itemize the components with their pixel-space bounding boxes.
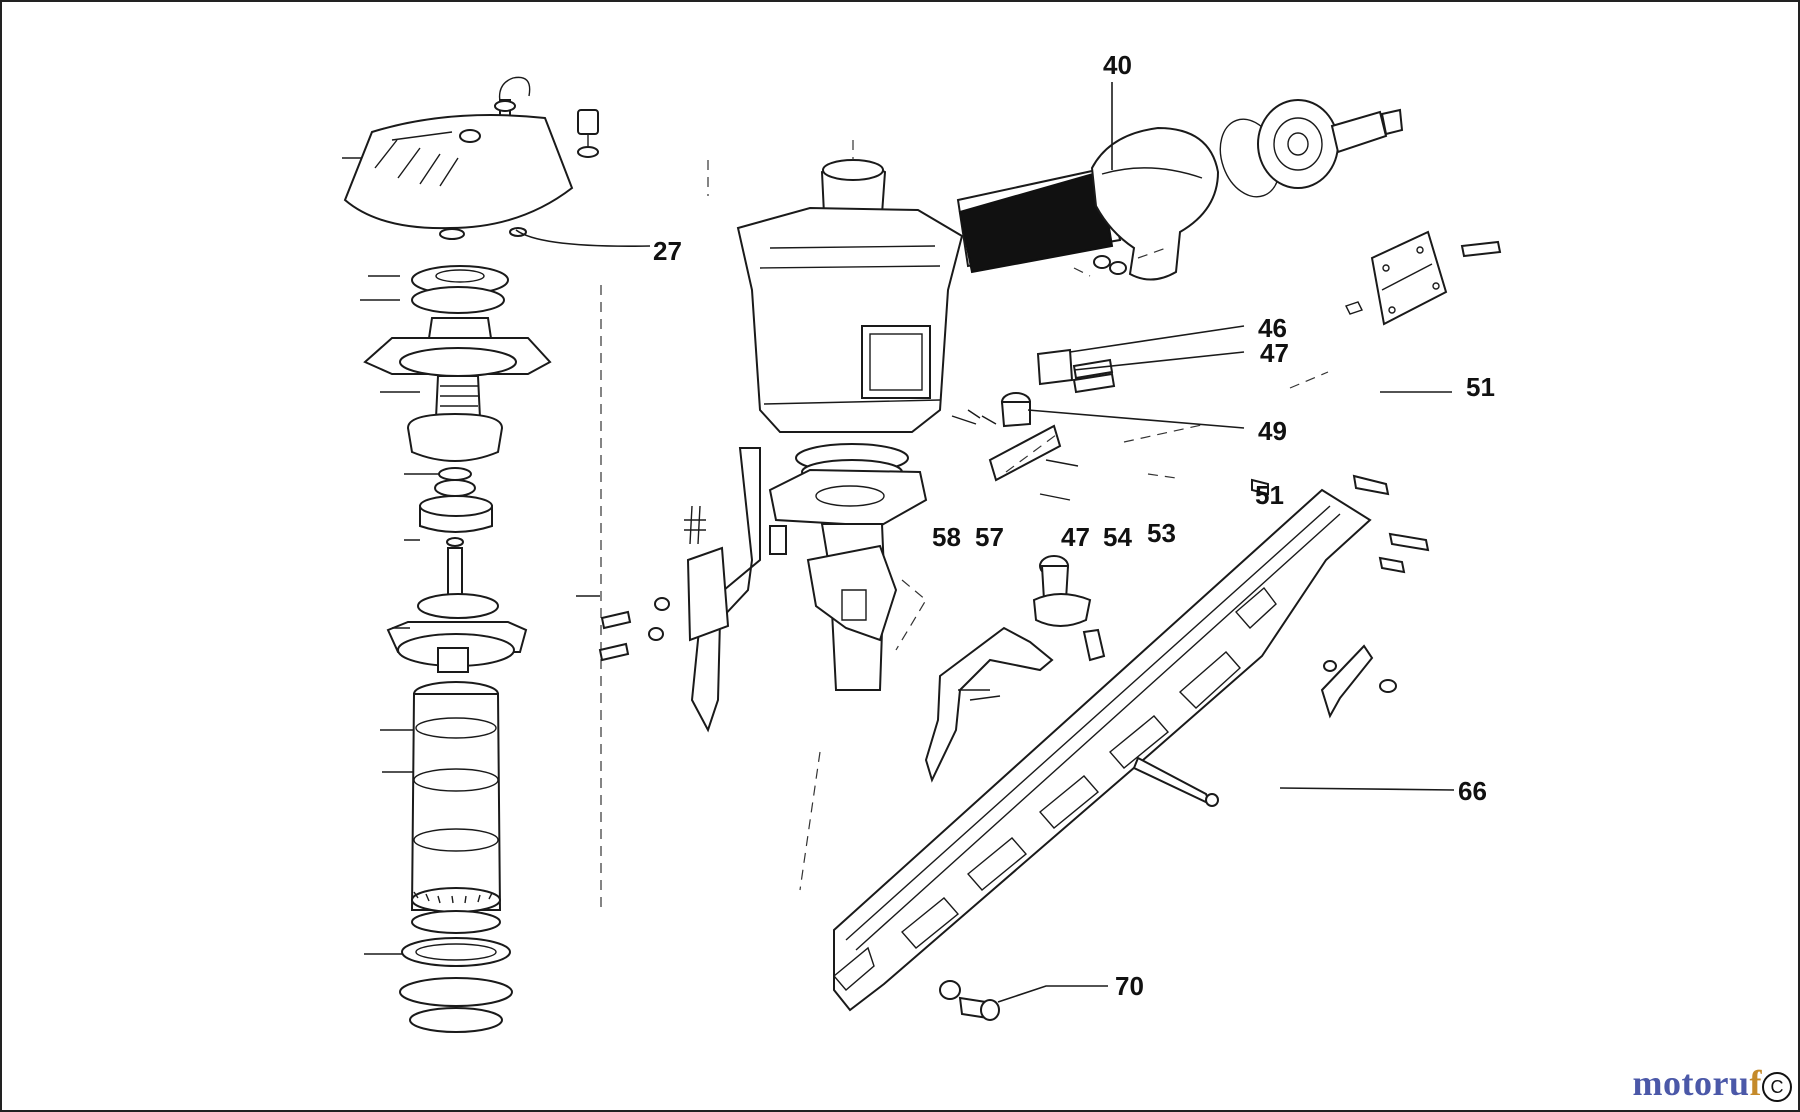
callout-70: 70 bbox=[1115, 971, 1144, 1001]
callout-51: 51 bbox=[1255, 480, 1284, 510]
cylinder-assembly bbox=[342, 76, 599, 1033]
trigger-lever bbox=[576, 447, 787, 733]
callout-54: 54 bbox=[1103, 522, 1132, 552]
callout-66: 66 bbox=[1458, 776, 1487, 806]
callout-40: 40 bbox=[1103, 50, 1132, 80]
watermark-text-tail: f bbox=[1749, 1063, 1762, 1103]
leader-lines bbox=[515, 82, 1455, 1003]
callout-58: 58 bbox=[932, 522, 961, 552]
safety-parts bbox=[924, 555, 1106, 783]
callout-labels: 27 40 46 47 49 51 51 57 58 47 54 53 66 7… bbox=[653, 50, 1495, 1001]
callout-27: 27 bbox=[653, 236, 682, 266]
callout-47: 47 bbox=[1260, 338, 1289, 368]
callout-53: 53 bbox=[1147, 518, 1176, 548]
callout-57: 57 bbox=[975, 522, 1004, 552]
handle-grip bbox=[958, 170, 1114, 274]
trigger-linkage bbox=[951, 348, 1116, 501]
magazine bbox=[833, 474, 1430, 1021]
callout-49: 49 bbox=[1258, 416, 1287, 446]
callout-46: 46 bbox=[1258, 313, 1287, 343]
callout-47: 47 bbox=[1061, 522, 1090, 552]
watermark-text: motoru bbox=[1632, 1063, 1750, 1103]
watermark-logo: motoruf bbox=[1633, 1062, 1762, 1104]
callout-51: 51 bbox=[1466, 372, 1495, 402]
copyright-badge: C bbox=[1762, 1072, 1792, 1102]
guide-lines bbox=[707, 160, 1329, 891]
end-cap-assembly bbox=[1090, 99, 1404, 281]
cover-plate bbox=[1345, 230, 1502, 326]
